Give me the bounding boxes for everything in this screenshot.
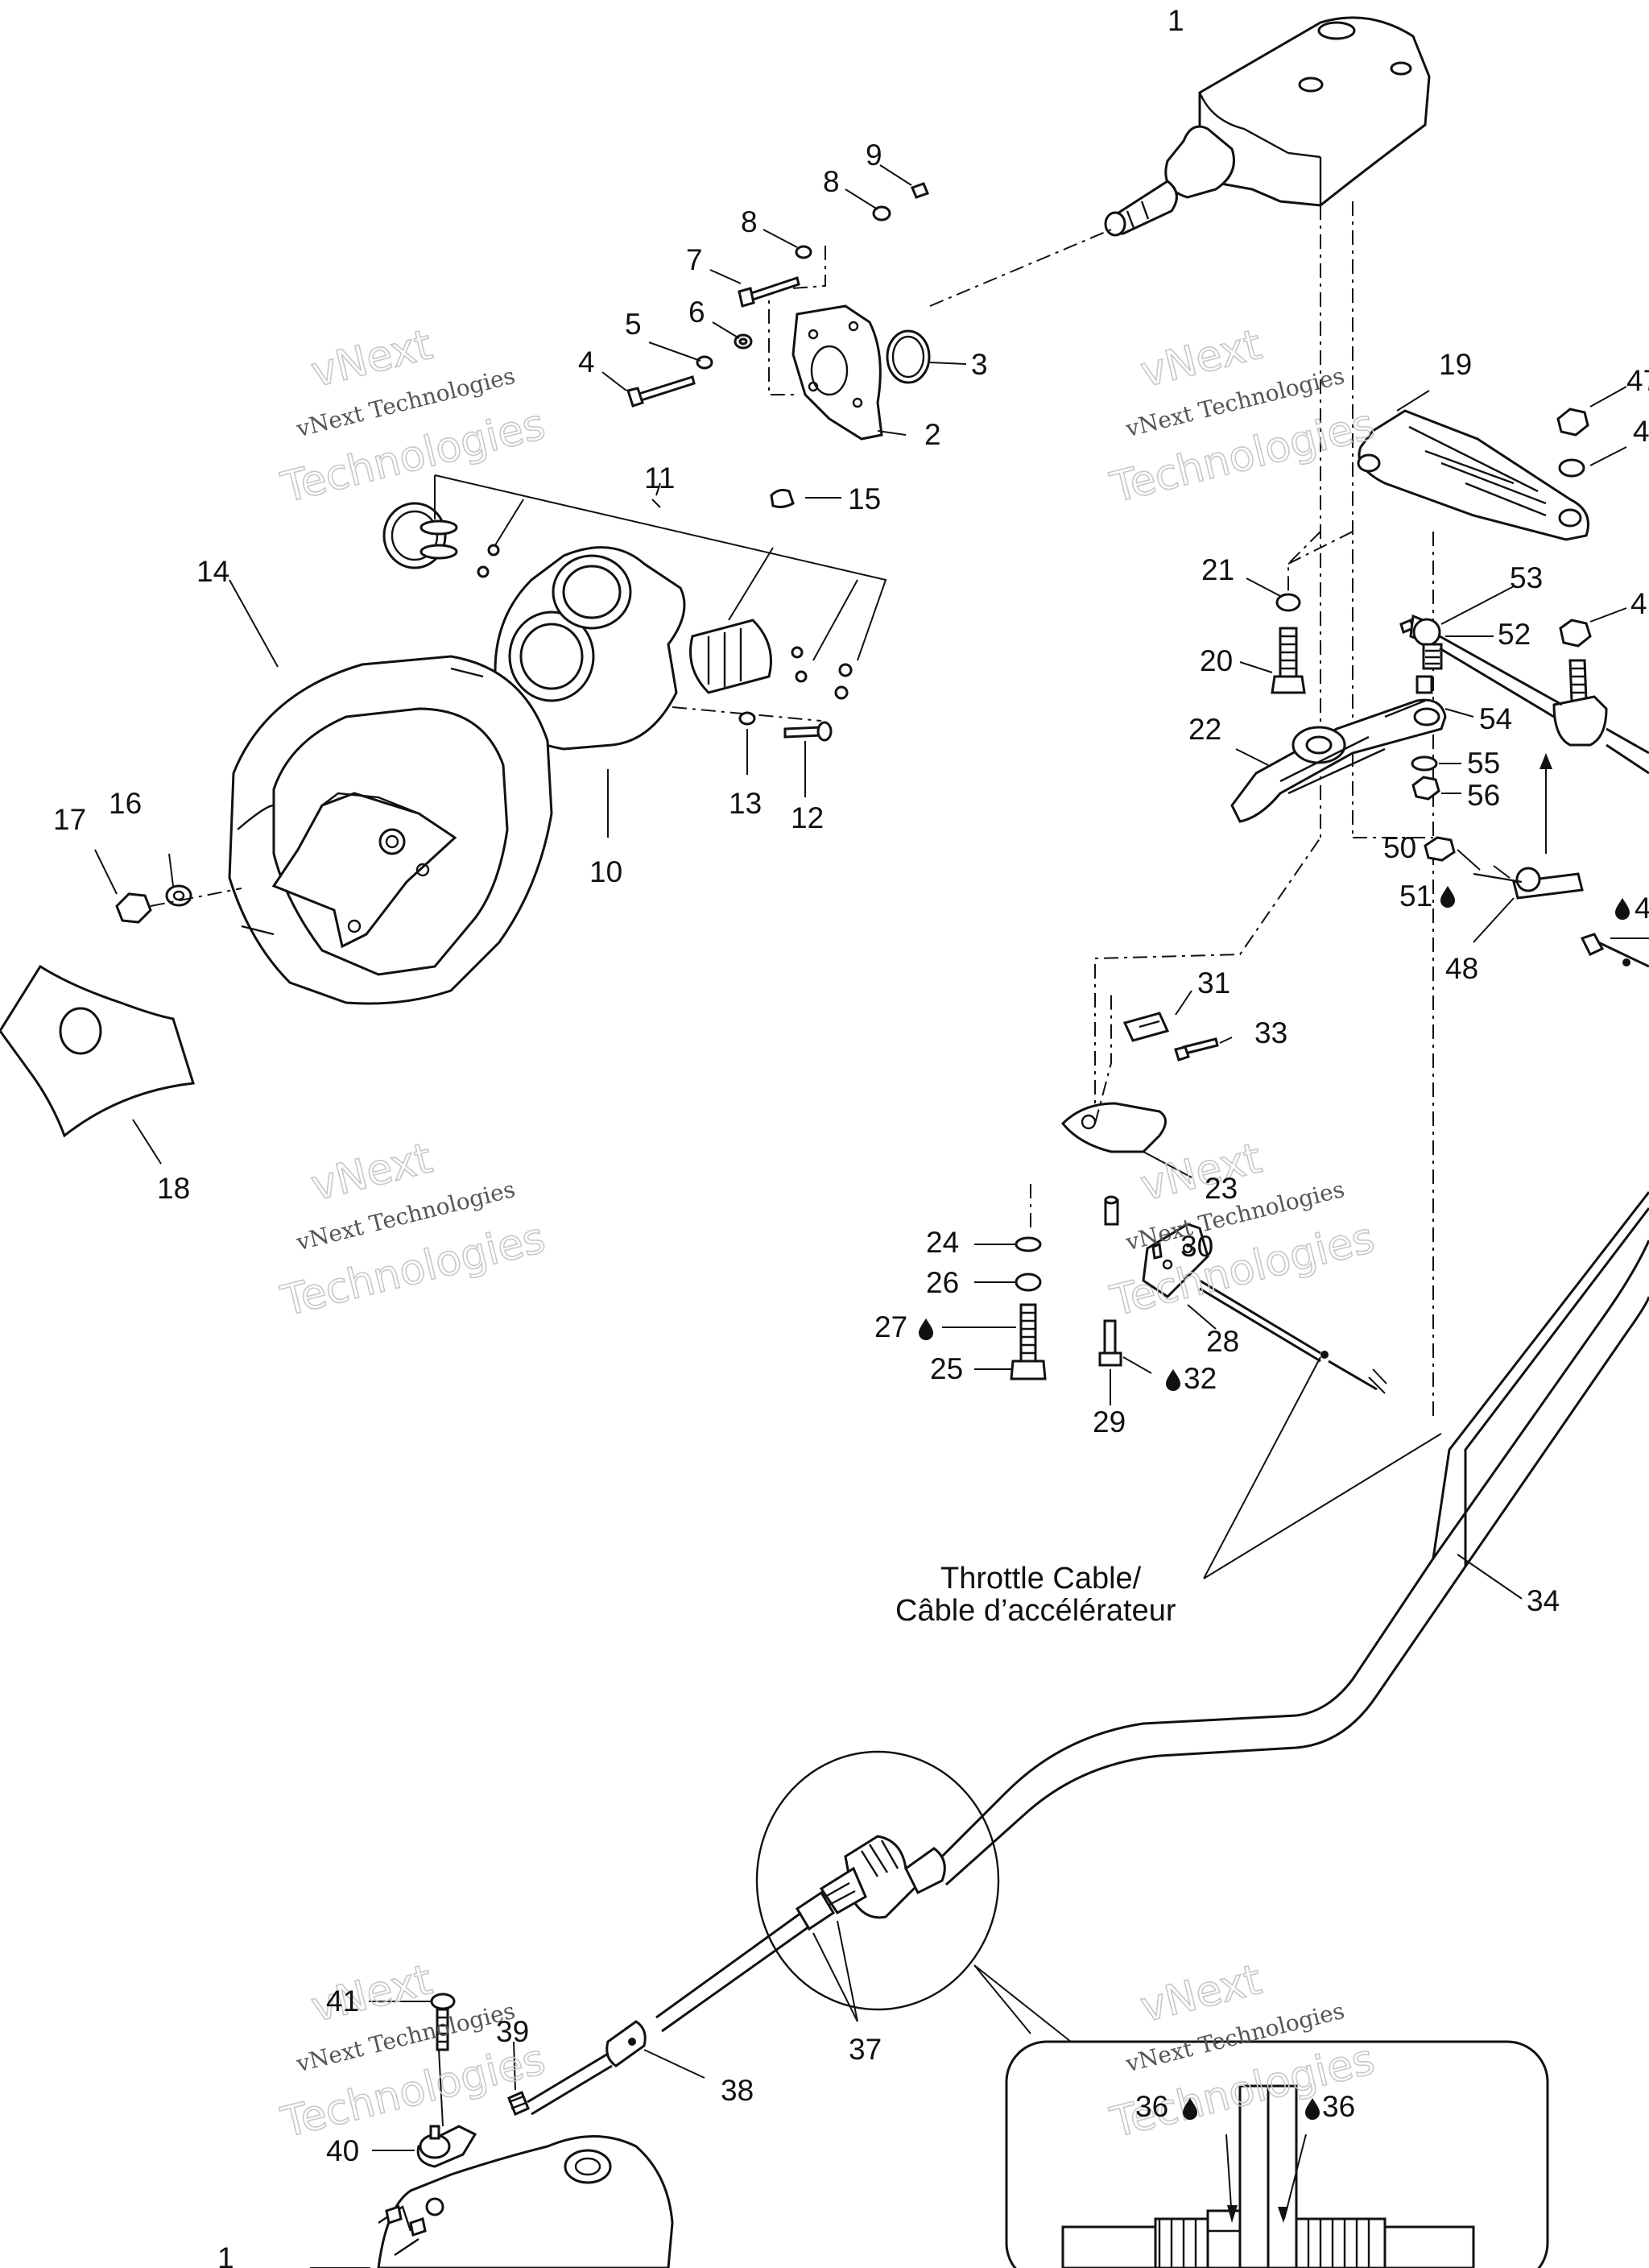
oil-drop-icon-32: [1166, 1369, 1180, 1391]
callout-27: 27: [874, 1310, 907, 1343]
switch-assembly: [419, 519, 772, 694]
throttle-cable-label-line1: Throttle Cable/: [940, 1562, 1142, 1595]
callout-54: 54: [1479, 702, 1512, 735]
callout-32: 32: [1184, 1362, 1217, 1395]
callout-21: 21: [1201, 553, 1234, 586]
callout-3: 3: [971, 348, 988, 381]
callout-55: 55: [1467, 747, 1500, 780]
callout-4x: 4: [1633, 415, 1649, 448]
callout-1: 1: [1168, 4, 1184, 37]
lever-arm: [1230, 698, 1447, 823]
callout-50: 50: [1383, 831, 1416, 864]
callout-47: 47: [1626, 364, 1649, 397]
callout-18: 18: [157, 1172, 190, 1205]
callout-17: 17: [53, 803, 86, 836]
callout-12: 12: [791, 801, 824, 834]
callout-37: 37: [849, 2033, 882, 2066]
callout-20: 20: [1200, 644, 1233, 677]
callout-26: 26: [926, 1266, 959, 1299]
callout-24: 24: [926, 1226, 959, 1259]
callout-9: 9: [866, 139, 882, 172]
callout-6: 6: [688, 296, 705, 329]
nut-part: [115, 892, 152, 924]
callout-33: 33: [1254, 1016, 1287, 1049]
callout-51: 51: [1399, 879, 1432, 913]
callout-1x: 1: [217, 2241, 234, 2268]
callout-15: 15: [848, 482, 881, 515]
callout-11: 11: [644, 461, 675, 495]
cable-fitting: [795, 1835, 946, 1931]
callout-4y: 4: [1630, 587, 1647, 620]
wheel-center-cap: [0, 964, 195, 1138]
callout-41: 41: [326, 1984, 359, 2018]
callout-28: 28: [1206, 1325, 1239, 1358]
callout-5: 5: [625, 308, 642, 341]
watermark-upper-right: vNext vNext Technologies Technologies: [1105, 320, 1379, 513]
callout-39: 39: [496, 2015, 529, 2048]
watermark-upper-left: vNext vNext Technologies Technologies: [275, 320, 550, 513]
watermark-middle-left: vNext vNext Technologies Technologies: [275, 1133, 550, 1326]
oil-drop-icon-27: [919, 1318, 933, 1340]
callout-36a: 36: [1135, 2090, 1168, 2123]
callout-10: 10: [589, 855, 622, 888]
steering-column-housing: [1104, 16, 1431, 237]
callout-22: 22: [1188, 713, 1221, 746]
callout-48: 48: [1445, 952, 1478, 985]
callout-30: 30: [1180, 1230, 1213, 1263]
key-part: [770, 488, 795, 508]
steering-arm: [1357, 409, 1589, 541]
callout-14: 14: [196, 555, 229, 588]
callout-52: 52: [1498, 618, 1531, 651]
callout-7: 7: [686, 243, 703, 276]
callout-25: 25: [930, 1352, 963, 1385]
seal-ring: [886, 329, 931, 384]
main-cable: [940, 1240, 1649, 1858]
callout-40: 40: [326, 2134, 359, 2167]
inset-fitting-detail: [1061, 2084, 1475, 2268]
callout-29: 29: [1093, 1405, 1126, 1438]
mounting-plate: [791, 304, 883, 441]
callout-13: 13: [729, 787, 762, 820]
callout-23: 23: [1205, 1172, 1238, 1205]
callout-4z: 4: [1635, 892, 1649, 925]
callout-56: 56: [1467, 779, 1500, 812]
cable-bracket: [1142, 1223, 1209, 1298]
callout-36b: 36: [1322, 2090, 1355, 2123]
throttle-cable-label-line2: Câble d’accélérateur: [895, 1594, 1176, 1628]
washer-part: [165, 884, 192, 907]
callout-31: 31: [1197, 966, 1230, 999]
callout-53: 53: [1510, 561, 1543, 594]
steering-hub-cover: [382, 502, 686, 751]
engine-throttle-body: [377, 2135, 674, 2268]
callout-2: 2: [924, 418, 941, 451]
callout-numbers: 1 2 3 4 5 6 7 8 8 9 10 11 12 13 14 15 16…: [53, 4, 1649, 2268]
oil-drop-icon-4z: [1615, 898, 1630, 920]
steering-wheel: [228, 655, 553, 1005]
bolt-and-washers: [626, 182, 929, 408]
oil-drop-icon-51: [1440, 886, 1455, 908]
callout-8a: 8: [741, 205, 758, 238]
callout-16: 16: [109, 787, 142, 820]
callout-19: 19: [1439, 348, 1472, 381]
callout-8b: 8: [823, 165, 840, 198]
callout-38: 38: [721, 2074, 754, 2107]
callout-34: 34: [1527, 1584, 1560, 1617]
throttle-bracket: [1060, 1102, 1167, 1153]
callout-4: 4: [578, 346, 595, 379]
